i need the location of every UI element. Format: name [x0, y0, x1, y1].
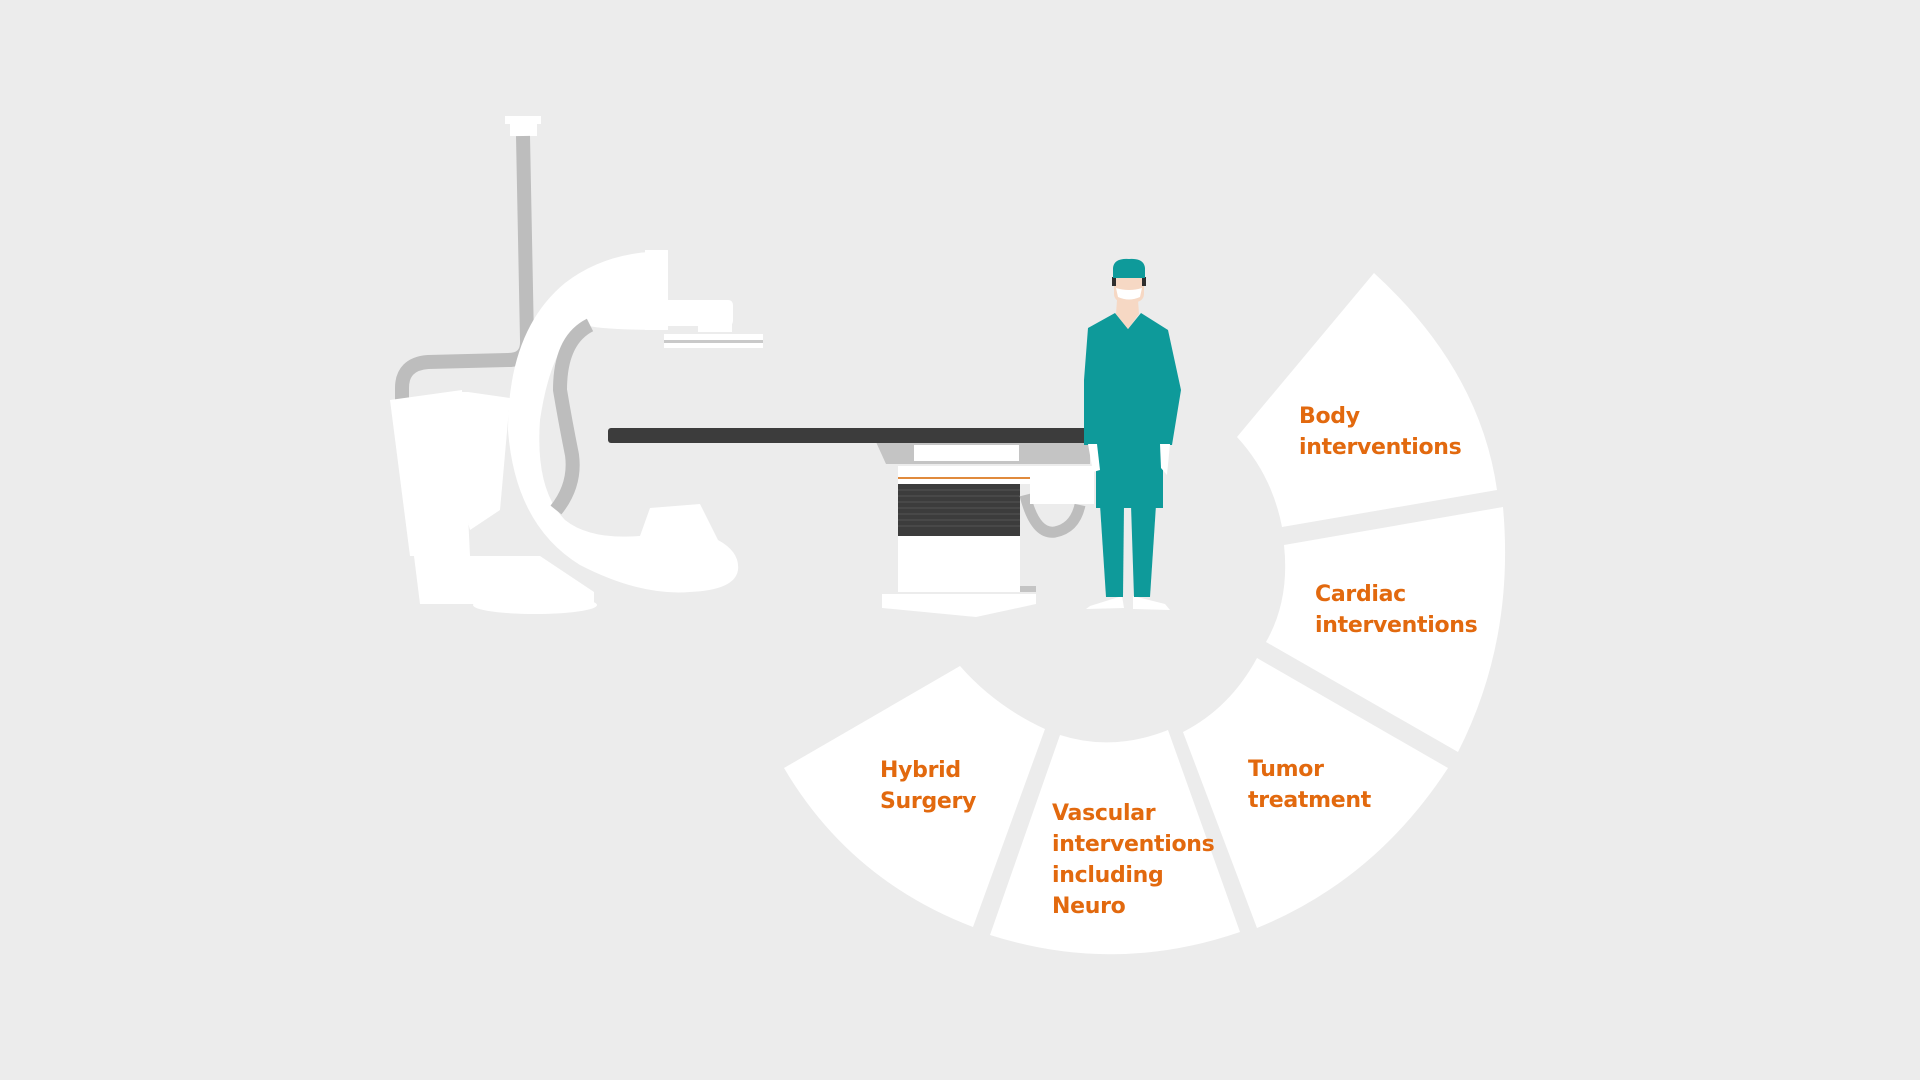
segment-body[interactable]: [1237, 273, 1497, 527]
label-tumor: Tumor treatment: [1248, 757, 1371, 813]
segment-tumor[interactable]: [1183, 658, 1448, 928]
segment-vascular[interactable]: [990, 730, 1240, 955]
segment-cardiac[interactable]: [1266, 507, 1506, 752]
label-hybrid: Hybrid Surgery: [880, 758, 977, 814]
segment-hybrid[interactable]: [784, 666, 1045, 927]
application-fan: [784, 273, 1506, 955]
label-body: Body interventions: [1299, 404, 1462, 460]
label-vascular: Vascular interventions including Neuro: [1052, 801, 1215, 919]
patient-table-icon: [608, 428, 1094, 617]
label-cardiac: Cardiac interventions: [1315, 582, 1478, 638]
c-arm-machine-icon: [390, 116, 763, 614]
surgeon-icon: [1084, 258, 1181, 610]
